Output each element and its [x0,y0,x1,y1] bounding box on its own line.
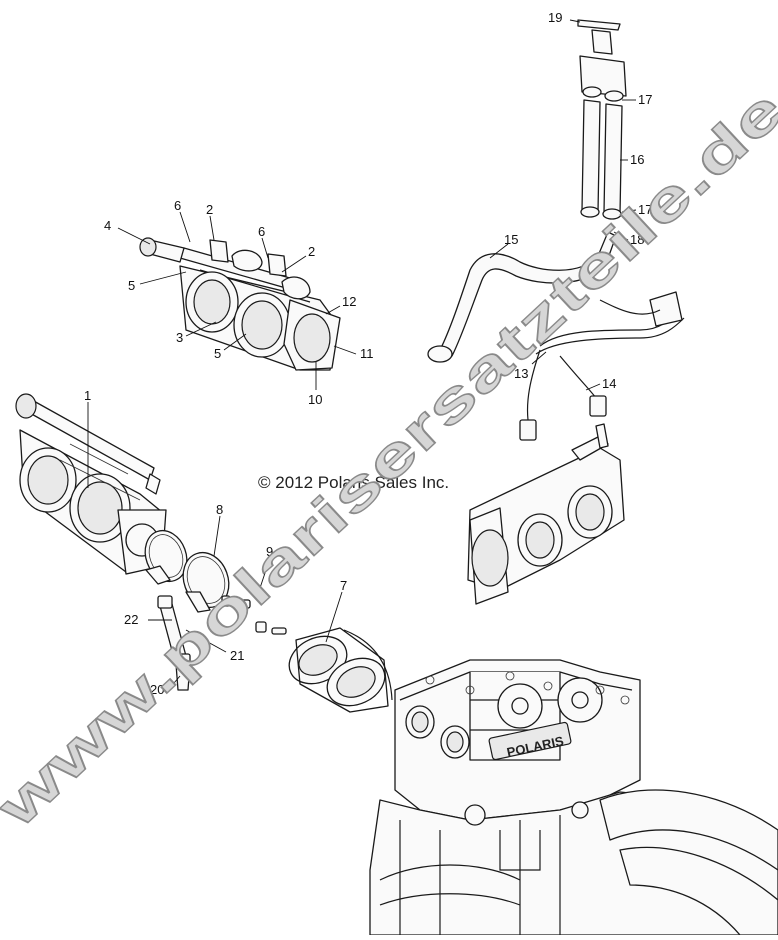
copyright-notice: © 2012 Polaris Sales Inc. [258,473,449,492]
callout-17b: 17 [638,202,652,217]
callout-8: 8 [216,502,223,517]
callout-15: 15 [504,232,518,247]
callout-6a: 6 [174,198,181,213]
callout-14: 14 [602,376,616,391]
callout-10: 10 [308,392,322,407]
callout-21: 21 [230,648,244,663]
hose-clamps [144,529,230,613]
callout-labels: 1 2 2 3 4 5 5 6 6 7 8 9 10 11 12 13 14 1… [84,10,652,697]
fuel-lines [427,19,685,441]
callout-13: 13 [514,366,528,381]
callout-17a: 17 [638,92,652,107]
throttle-body-assembly [15,393,167,575]
callout-2b: 2 [308,244,315,259]
intake-boot [288,627,393,713]
callout-5b: 5 [214,346,221,361]
callout-11: 11 [360,346,374,361]
throttle-body-exploded [139,237,341,371]
callout-4: 4 [104,218,111,233]
fasteners [157,595,287,691]
callout-6b: 6 [258,224,265,239]
callout-20: 20 [150,682,164,697]
callout-18: 18 [630,232,644,247]
callout-2a: 2 [206,202,213,217]
callout-5a: 5 [128,278,135,293]
callout-16: 16 [630,152,644,167]
callout-1: 1 [84,388,91,403]
callout-12: 12 [342,294,356,309]
callout-22: 22 [124,612,138,627]
engine-block: POLARIS [369,659,778,936]
leader-lines [87,19,637,691]
callout-3: 3 [176,330,183,345]
callout-19: 19 [548,10,562,25]
throttle-body-installed [467,423,625,605]
callout-9: 9 [266,544,273,559]
callout-7: 7 [340,578,347,593]
